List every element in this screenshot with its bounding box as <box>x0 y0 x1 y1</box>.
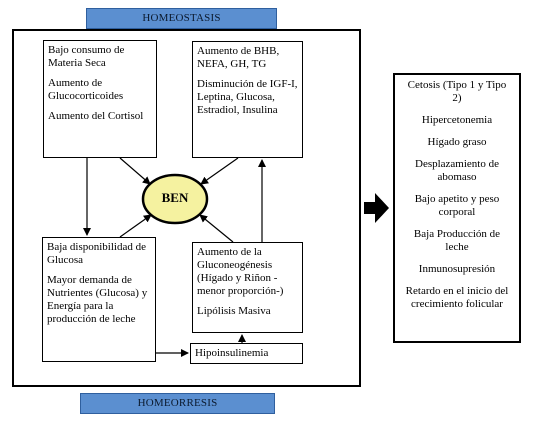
box-bottom-left: Baja disponibilidad de Glucosa Mayor dem… <box>42 237 156 362</box>
result-desplazamiento-abomaso: Desplazamiento de abomaso <box>415 158 499 183</box>
main-frame <box>12 29 361 387</box>
ben-ellipse <box>141 173 209 225</box>
text-baja-disponibilidad: Baja disponibilidad de Glucosa <box>47 241 146 266</box>
text-bajo-consumo: Bajo consumo de Materia Seca <box>48 44 125 69</box>
result-retardo: Retardo en el inicio del crecimiento fol… <box>405 285 509 310</box>
arrow-tr-to-ben <box>200 157 239 185</box>
result-bajo-apetito: Bajo apetito y peso corporal <box>414 193 500 218</box>
text-gluconeogenesis: Aumento de la Gluconeogénesis (Hígado y … <box>197 246 284 297</box>
text-cortisol: Aumento del Cortisol <box>48 110 144 122</box>
text-glucocorticoides: Aumento de Glucocorticoides <box>48 77 124 102</box>
box-top-left: Bajo consumo de Materia Seca Aumento de … <box>43 40 157 158</box>
homeostasis-banner: HOMEOSTASIS <box>86 8 277 29</box>
homeorresis-banner: HOMEORRESIS <box>80 393 275 414</box>
result-baja-produccion: Baja Producción de leche <box>413 228 501 253</box>
ben-label: BEN <box>161 190 189 205</box>
text-mayor-demanda: Mayor demanda de Nutrientes (Glucosa) y … <box>47 274 148 325</box>
box-top-right: Aumento de BHB, NEFA, GH, TG Disminución… <box>192 41 303 158</box>
result-cetosis: Cetosis (Tipo 1 y Tipo 2) <box>407 79 507 104</box>
results-box: Cetosis (Tipo 1 y Tipo 2) Hipercetonemia… <box>393 73 521 343</box>
result-inmunosupresion: Inmunosupresión <box>418 263 496 275</box>
text-aumento-bhb: Aumento de BHB, NEFA, GH, TG <box>197 45 280 70</box>
text-disminucion-igf: Disminución de IGF-I, Leptina, Glucosa, … <box>197 78 298 116</box>
arrow-br-to-ben <box>199 214 234 243</box>
result-higado-graso: Hígado graso <box>427 136 487 148</box>
box-hipoinsulinemia: Hipoinsulinemia <box>190 343 303 364</box>
block-arrow-right <box>364 193 389 223</box>
result-hipercetonemia: Hipercetonemia <box>421 114 493 126</box>
arrow-bl-to-ben <box>119 214 152 238</box>
arrow-tl-to-ben <box>119 157 151 185</box>
box-bottom-right: Aumento de la Gluconeogénesis (Hígado y … <box>192 242 303 333</box>
text-lipolisis: Lipólisis Masiva <box>197 305 271 317</box>
